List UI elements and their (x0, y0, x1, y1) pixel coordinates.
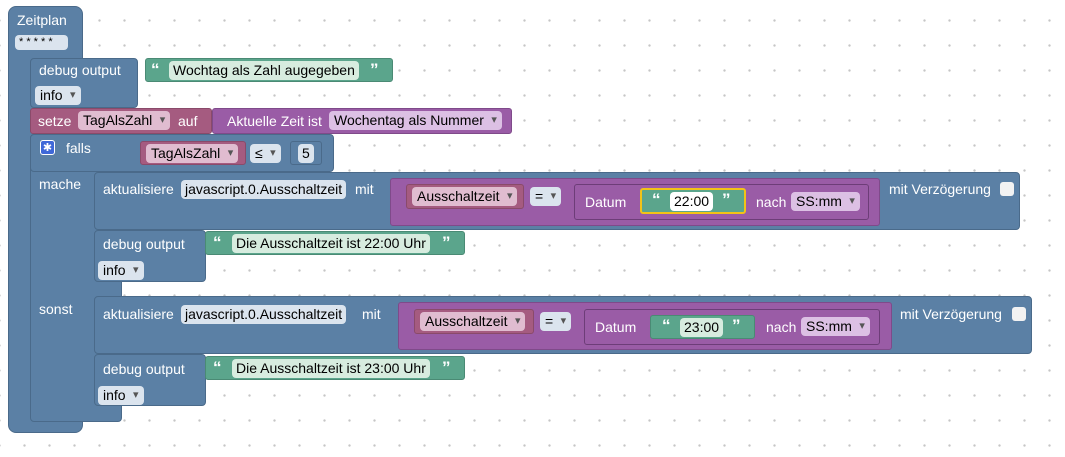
delay-checkbox[interactable] (1000, 182, 1014, 196)
format-dropdown[interactable]: SS:mm (791, 192, 860, 211)
number-field[interactable]: 5 (298, 144, 314, 163)
time-string-field[interactable]: 23:00 (680, 318, 724, 337)
text-string-field[interactable]: Die Ausschaltzeit ist 22:00 Uhr (232, 234, 430, 253)
debug-level-dropdown[interactable]: info (98, 386, 144, 405)
gear-icon[interactable]: ✱ (40, 140, 55, 155)
update-with-label: mit (355, 181, 374, 197)
debug-output-label: debug output (103, 236, 185, 252)
quote-icon: ” (722, 190, 731, 209)
time-string-field[interactable]: 22:00 (670, 192, 714, 211)
update-label: aktualisiere (103, 306, 174, 322)
update-object-field[interactable]: javascript.0.Ausschaltzeit (181, 305, 347, 324)
update-variable-dropdown[interactable]: Ausschaltzeit (412, 187, 518, 206)
then-label: mache (39, 176, 82, 192)
compare-variable-dropdown[interactable]: TagAlsZahl (146, 144, 239, 163)
after-label: nach (766, 319, 797, 335)
set-variable-dropdown[interactable]: TagAlsZahl (78, 111, 171, 130)
schedule-cron-field[interactable]: * * * * * (15, 35, 68, 50)
date-label: Datum (585, 194, 627, 210)
update-operator-dropdown[interactable]: = (530, 187, 562, 206)
quote-icon: ” (370, 60, 379, 79)
date-label: Datum (595, 319, 637, 335)
delay-label: mit Verzögerung (889, 181, 991, 197)
if-label: falls (66, 140, 91, 156)
update-operator-dropdown[interactable]: = (540, 312, 572, 331)
else-label: sonst (39, 301, 73, 317)
update-with-label: mit (362, 306, 381, 322)
schedule-title: Zeitplan (17, 12, 67, 28)
quote-icon: “ (652, 190, 661, 209)
quote-icon: ” (732, 316, 741, 335)
quote-icon: ” (442, 358, 451, 377)
debug-output-label: debug output (39, 62, 121, 78)
quote-icon: “ (213, 358, 222, 377)
debug-output-label: debug output (103, 361, 185, 377)
quote-icon: “ (662, 316, 671, 335)
text-string-field[interactable]: Die Ausschaltzeit ist 23:00 Uhr (232, 359, 430, 378)
after-label: nach (756, 194, 787, 210)
update-variable-dropdown[interactable]: Ausschaltzeit (420, 312, 526, 331)
debug-level-dropdown[interactable]: info (98, 261, 144, 280)
current-time-label: Aktuelle Zeit ist (227, 113, 322, 129)
compare-operator-dropdown[interactable]: ≤ (250, 144, 281, 163)
quote-icon: “ (213, 233, 222, 252)
set-to-label: auf (178, 113, 198, 129)
text-string-field[interactable]: Wochtag als Zahl augegeben (169, 61, 359, 80)
debug-level-dropdown[interactable]: info (35, 86, 81, 105)
set-label: setze (38, 113, 72, 129)
quote-icon: ” (442, 233, 451, 252)
update-object-field[interactable]: javascript.0.Ausschaltzeit (181, 180, 347, 199)
delay-label: mit Verzögerung (900, 306, 1002, 322)
update-label: aktualisiere (103, 181, 174, 197)
current-time-dropdown[interactable]: Wochentag als Nummer (329, 111, 502, 130)
delay-checkbox[interactable] (1012, 307, 1026, 321)
format-dropdown[interactable]: SS:mm (801, 317, 870, 336)
quote-icon: “ (151, 60, 160, 79)
